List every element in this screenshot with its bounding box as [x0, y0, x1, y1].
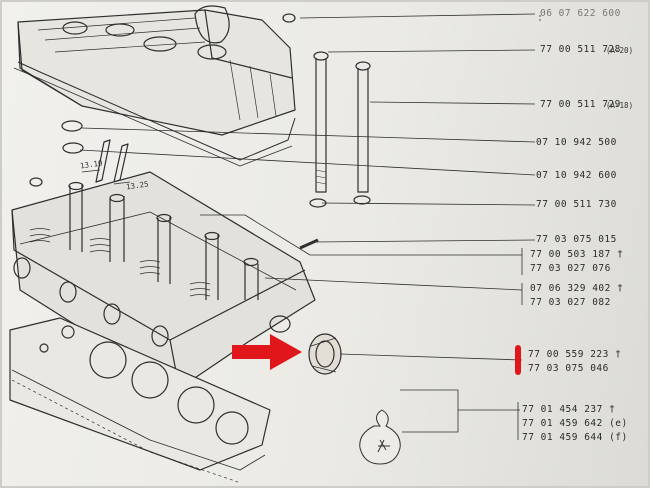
- head-gasket: [9, 317, 271, 471]
- highlight-marker: [515, 345, 521, 375]
- part-number-1: 77 00 511 728: [540, 44, 621, 55]
- part-number-9a: 77 00 559 223 †: [528, 349, 622, 360]
- part-number-10c: 77 01 459 644 (f): [522, 432, 628, 443]
- part-number-7a: 77 00 503 187 †: [530, 249, 624, 260]
- part-number-top: 06 07 622 600: [540, 8, 621, 19]
- leader-lines: [79, 13, 541, 440]
- part-number-2-suffix: (A-18): [606, 101, 634, 110]
- cover-gasket: [17, 61, 296, 161]
- part-number-8b: 77 03 027 082: [530, 297, 611, 308]
- red-arrow-icon: [232, 334, 302, 370]
- part-number-2: 77 00 511 729: [540, 99, 621, 110]
- part-number-5: 77 00 511 730: [536, 199, 617, 210]
- part-number-10b: 77 01 459 642 (e): [522, 418, 628, 429]
- top-washer: [282, 13, 296, 23]
- part-number-10a: 77 01 454 237 †: [522, 404, 616, 415]
- cylinder-head: [11, 171, 319, 389]
- cylinder-head-studs: [309, 51, 371, 208]
- seal-ring: [308, 333, 342, 375]
- part-number-3: 07 10 942 500: [536, 137, 617, 148]
- part-number-8a: 07 06 329 402 †: [530, 283, 624, 294]
- part-number-4: 07 10 942 600: [536, 170, 617, 181]
- part-number-6: 77 03 075 015: [536, 234, 617, 245]
- part-bag-icon: [359, 409, 401, 465]
- part-number-1-suffix: (A-20): [606, 46, 634, 55]
- part-number-9b: 77 03 075 046: [528, 363, 609, 374]
- part-number-7b: 77 03 027 076: [530, 263, 611, 274]
- valve-cover: [17, 5, 296, 136]
